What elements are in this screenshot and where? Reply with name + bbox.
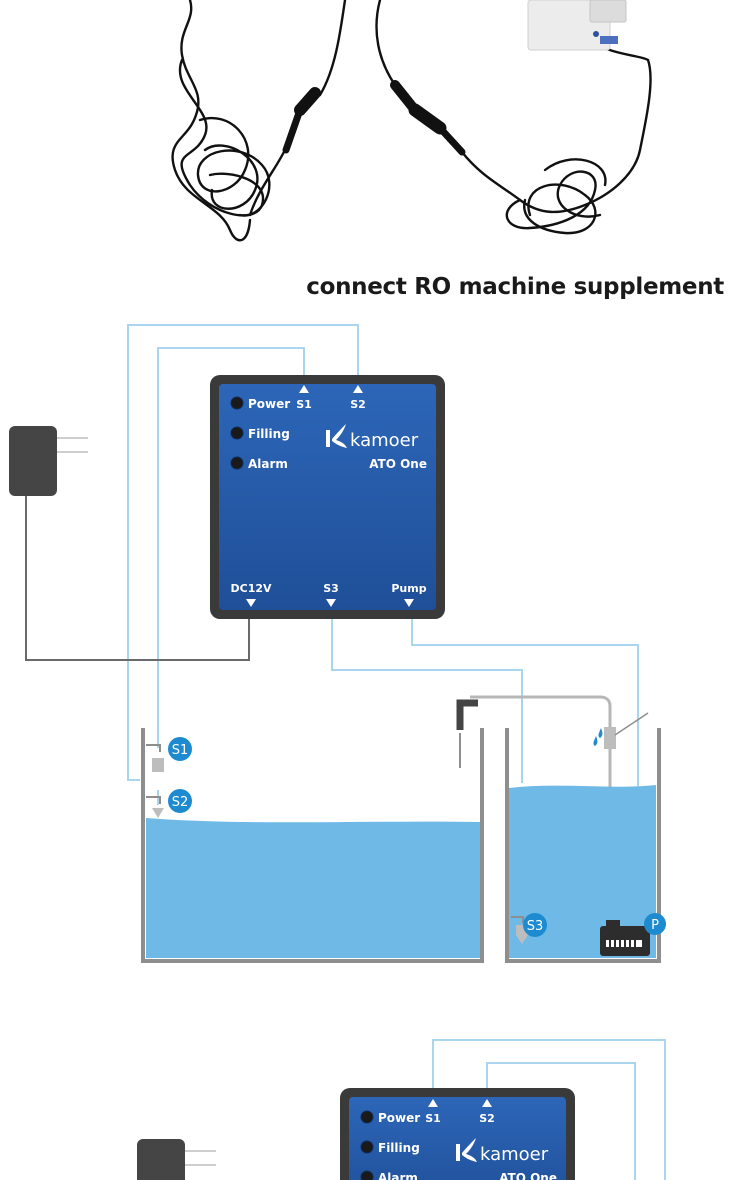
main-tank (141, 728, 484, 963)
sensor-s3-badge-label: S3 (527, 919, 544, 934)
signal-wires (127, 324, 639, 805)
indicator-power-led (230, 396, 244, 410)
sensor-s2-badge-label: S2 (172, 795, 189, 810)
model-name-lower: ATO One (499, 1171, 557, 1180)
port-s1-arrow (299, 385, 309, 393)
sensor-s3-mount (511, 916, 528, 944)
port-s3-label: S3 (323, 582, 339, 595)
indicator-filling-label: Filling (248, 427, 290, 441)
water-drop-icon (593, 728, 603, 746)
brand-name: kamoer (350, 430, 419, 451)
power-wire (25, 494, 250, 661)
brand-name-lower: kamoer (480, 1144, 549, 1165)
port-pump-arrow (404, 599, 414, 607)
sensor-s1-mount (146, 744, 164, 772)
indicator-filling-led (230, 426, 244, 440)
sensor-s1-badge (168, 737, 192, 761)
reservoir-tank (505, 728, 661, 963)
sensor-s2-badge (168, 789, 192, 813)
cable-photo (171, 0, 652, 242)
controller-photo (527, 0, 627, 51)
port-pump-label: Pump (391, 582, 426, 595)
pump-icon (600, 920, 650, 956)
power-adapter (9, 426, 88, 496)
pump-badge-label: P (651, 918, 659, 933)
port-s3-arrow (326, 599, 336, 607)
power-adapter-lower (137, 1139, 216, 1180)
port-s2-label-lower: S2 (479, 1112, 495, 1125)
indicator-alarm-label: Alarm (248, 457, 288, 471)
port-s2-label: S2 (350, 398, 366, 411)
port-s1-label-lower: S1 (425, 1112, 441, 1125)
port-dc12v-label: DC12V (230, 582, 272, 595)
indicator-alarm-label-lower: Alarm (378, 1171, 418, 1180)
indicator-power-label: Power (248, 397, 290, 411)
sensor-s3-badge (523, 913, 547, 937)
port-s2-arrow (353, 385, 363, 393)
indicator-alarm-led (230, 456, 244, 470)
indicator-filling-label-lower: Filling (378, 1141, 420, 1155)
signal-wires-lower (432, 1039, 666, 1180)
ato-controller: Power Filling Alarm S1 S2 kamoer ATO One… (210, 375, 445, 619)
port-s1-label: S1 (296, 398, 312, 411)
float-valve (604, 712, 649, 749)
indicator-power-label-lower: Power (378, 1111, 420, 1125)
sensor-s1-badge-label: S1 (172, 743, 189, 758)
kamoer-logo-icon (326, 424, 347, 448)
caption-heading: connect RO machine supplement (306, 274, 724, 300)
port-dc12v-arrow (246, 599, 256, 607)
ato-controller-lower: Power Filling Alarm S1 S2 kamoer ATO One (340, 1088, 575, 1180)
kamoer-logo-icon-lower (456, 1138, 477, 1162)
pump-badge (644, 913, 666, 935)
model-name: ATO One (369, 457, 427, 471)
transfer-pipe (456, 695, 612, 928)
sensor-s2-mount (146, 796, 164, 818)
